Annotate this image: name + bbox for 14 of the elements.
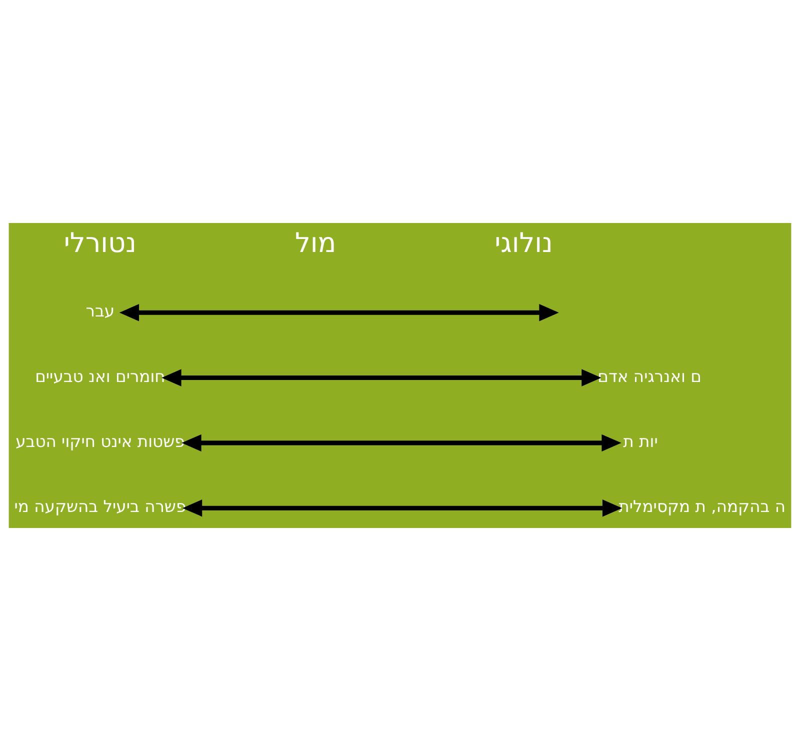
label: נטורלי	[64, 227, 137, 258]
node-text: חומרים ואנ טבעיים	[35, 366, 166, 386]
arrow	[162, 368, 602, 386]
arrow	[119, 303, 559, 321]
node-text: ם ואנרגיה אדם	[598, 366, 702, 386]
label: מול	[294, 227, 336, 258]
node-text: ה בהקמה, ת מקסימלית	[618, 496, 786, 516]
node-text: פשרה ביעיל בהשקעה מי	[14, 496, 186, 516]
arrow	[182, 498, 622, 516]
arrow	[182, 434, 622, 452]
node-text: יות ת	[623, 431, 658, 450]
node-text: פשטות אינט חיקוי הטבע	[16, 431, 185, 450]
node-text: עבר	[86, 301, 115, 320]
label: נולוגי	[494, 227, 553, 258]
